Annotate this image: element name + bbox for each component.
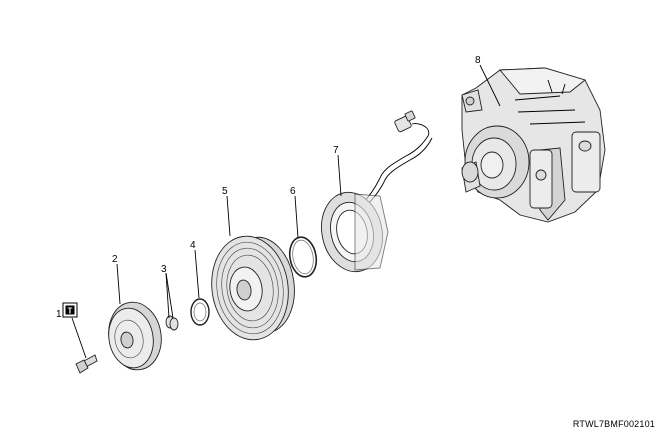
callout-2: 2 <box>112 254 118 265</box>
torque-symbol-box: T <box>62 302 78 318</box>
compressor-body <box>461 67 606 223</box>
callout-1: 1 <box>56 309 62 320</box>
bolt <box>75 354 98 374</box>
callout-6: 6 <box>290 186 296 197</box>
leader-lines <box>71 64 501 359</box>
drive-plate <box>108 301 162 371</box>
shims <box>165 315 179 331</box>
callout-3: 3 <box>161 264 167 275</box>
callout-8: 8 <box>475 55 481 66</box>
snap-ring-large <box>288 236 318 278</box>
figure-code: RTWL7BMF002101 <box>572 419 655 429</box>
callout-4: 4 <box>190 240 196 251</box>
snap-ring-small <box>190 298 210 326</box>
pulley <box>211 235 295 341</box>
callout-7: 7 <box>333 145 339 156</box>
torque-symbol-letter: T <box>68 307 73 316</box>
callout-5: 5 <box>222 186 228 197</box>
field-coil <box>321 110 433 273</box>
